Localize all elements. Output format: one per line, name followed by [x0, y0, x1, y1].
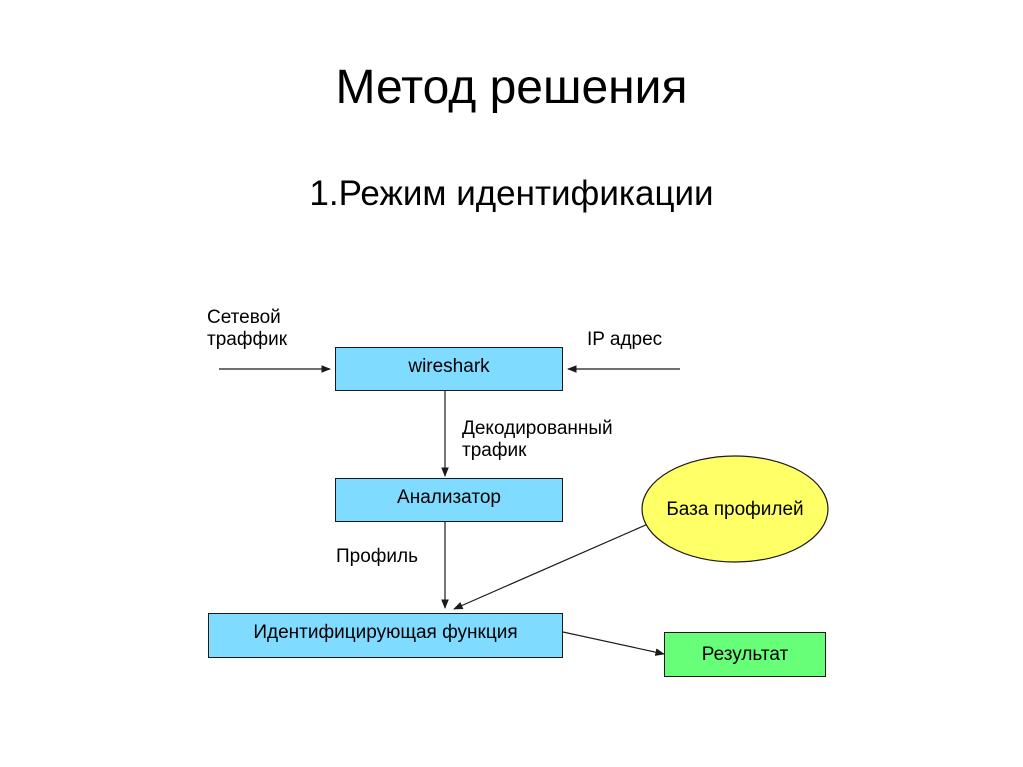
profiles-database-ellipse	[641, 455, 829, 563]
identification-function-label: Идентифицирующая функция	[253, 622, 518, 643]
result-label: Результат	[701, 643, 789, 665]
slide-subtitle: 1.Режим идентификации	[309, 174, 714, 213]
input-ip-label: IP адрес	[587, 329, 663, 350]
profile-label: Профиль	[336, 546, 419, 567]
profiles-database-label: База профилей	[666, 499, 804, 520]
wireshark-label: wireshark	[408, 356, 490, 377]
input-traffic-label: Сетевой траффик	[207, 307, 288, 350]
arrow-function-to-result	[562, 631, 665, 656]
arrow-database-to-function	[453, 523, 649, 610]
wireshark-box: wireshark	[335, 347, 563, 391]
analyzer-box: Анализатор	[335, 478, 563, 522]
slide-title: Метод решения	[335, 61, 688, 114]
identification-function-box: Идентифицирующая функция	[208, 613, 563, 658]
result-box: Результат	[664, 632, 826, 677]
decoded-traffic-label: Декодированный трафик	[462, 418, 613, 461]
analyzer-label: Анализатор	[397, 487, 501, 508]
